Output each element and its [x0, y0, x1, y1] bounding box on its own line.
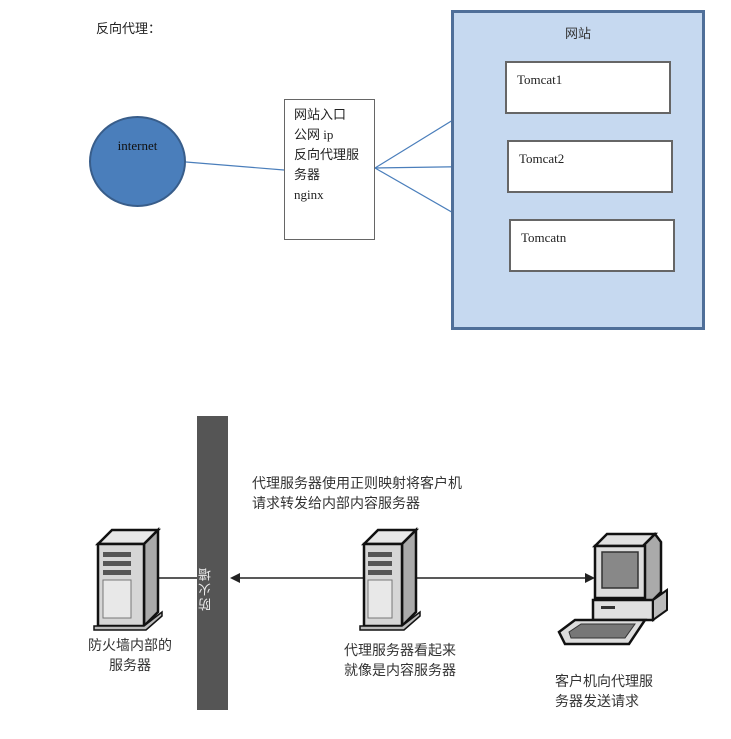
internet-node: internet: [89, 116, 186, 207]
client-caption: 客户机向代理服 务器发送请求: [555, 672, 685, 712]
tomcat-label: Tomcat1: [517, 72, 563, 87]
tomcat-label: Tomcatn: [521, 230, 567, 245]
proxy-line-public-ip: 公网 ip: [294, 127, 334, 142]
diagram-title: 反向代理：: [96, 21, 162, 36]
caption-line: 防火墙内部的: [88, 638, 172, 654]
proxy-description: 代理服务器使用正则映射将客户机 请求转发给内部内容服务器: [252, 474, 462, 514]
arrowhead-client: [585, 573, 595, 583]
reverse-proxy-box: 网站入口 公网 ip 反向代理服 务器 nginx: [284, 99, 375, 240]
connector-internet-proxy: [185, 161, 285, 171]
tomcat-node-2: Tomcat2: [507, 140, 673, 193]
firewall-bar: 防火墙: [197, 416, 228, 710]
proxy-line-reverse-proxy: 反向代理服: [294, 147, 360, 162]
tomcat-node-n: Tomcatn: [509, 219, 675, 272]
caption-line: 服务器: [109, 658, 151, 674]
firewall-label: 防火墙: [199, 566, 214, 611]
client-computer-icon: [557, 532, 668, 646]
caption-line: 就像是内容服务器: [344, 663, 456, 679]
internet-label: internet: [117, 138, 158, 153]
caption-line: 客户机向代理服: [555, 674, 653, 690]
website-label: 网站: [564, 26, 591, 41]
internal-server-icon: [93, 526, 163, 631]
proxy-description-line: 代理服务器使用正则映射将客户机: [252, 476, 462, 492]
tomcat-node-1: Tomcat1: [505, 61, 671, 114]
caption-line: 务器发送请求: [555, 694, 639, 710]
proxy-server-caption: 代理服务器看起来 就像是内容服务器: [325, 641, 475, 681]
proxy-description-line: 请求转发给内部内容服务器: [252, 496, 420, 512]
proxy-line-server: 务器: [294, 167, 321, 182]
caption-line: 代理服务器看起来: [344, 643, 456, 659]
arrowhead-firewall: [230, 573, 240, 583]
proxy-line-entry: 网站入口: [294, 107, 347, 122]
website-container: 网站 Tomcat1 Tomcat2 Tomcatn: [451, 10, 705, 330]
proxy-line-nginx: nginx: [294, 187, 324, 202]
tomcat-label: Tomcat2: [519, 151, 565, 166]
internal-server-caption: 防火墙内部的 服务器: [75, 636, 185, 676]
proxy-server-icon: [359, 526, 421, 631]
